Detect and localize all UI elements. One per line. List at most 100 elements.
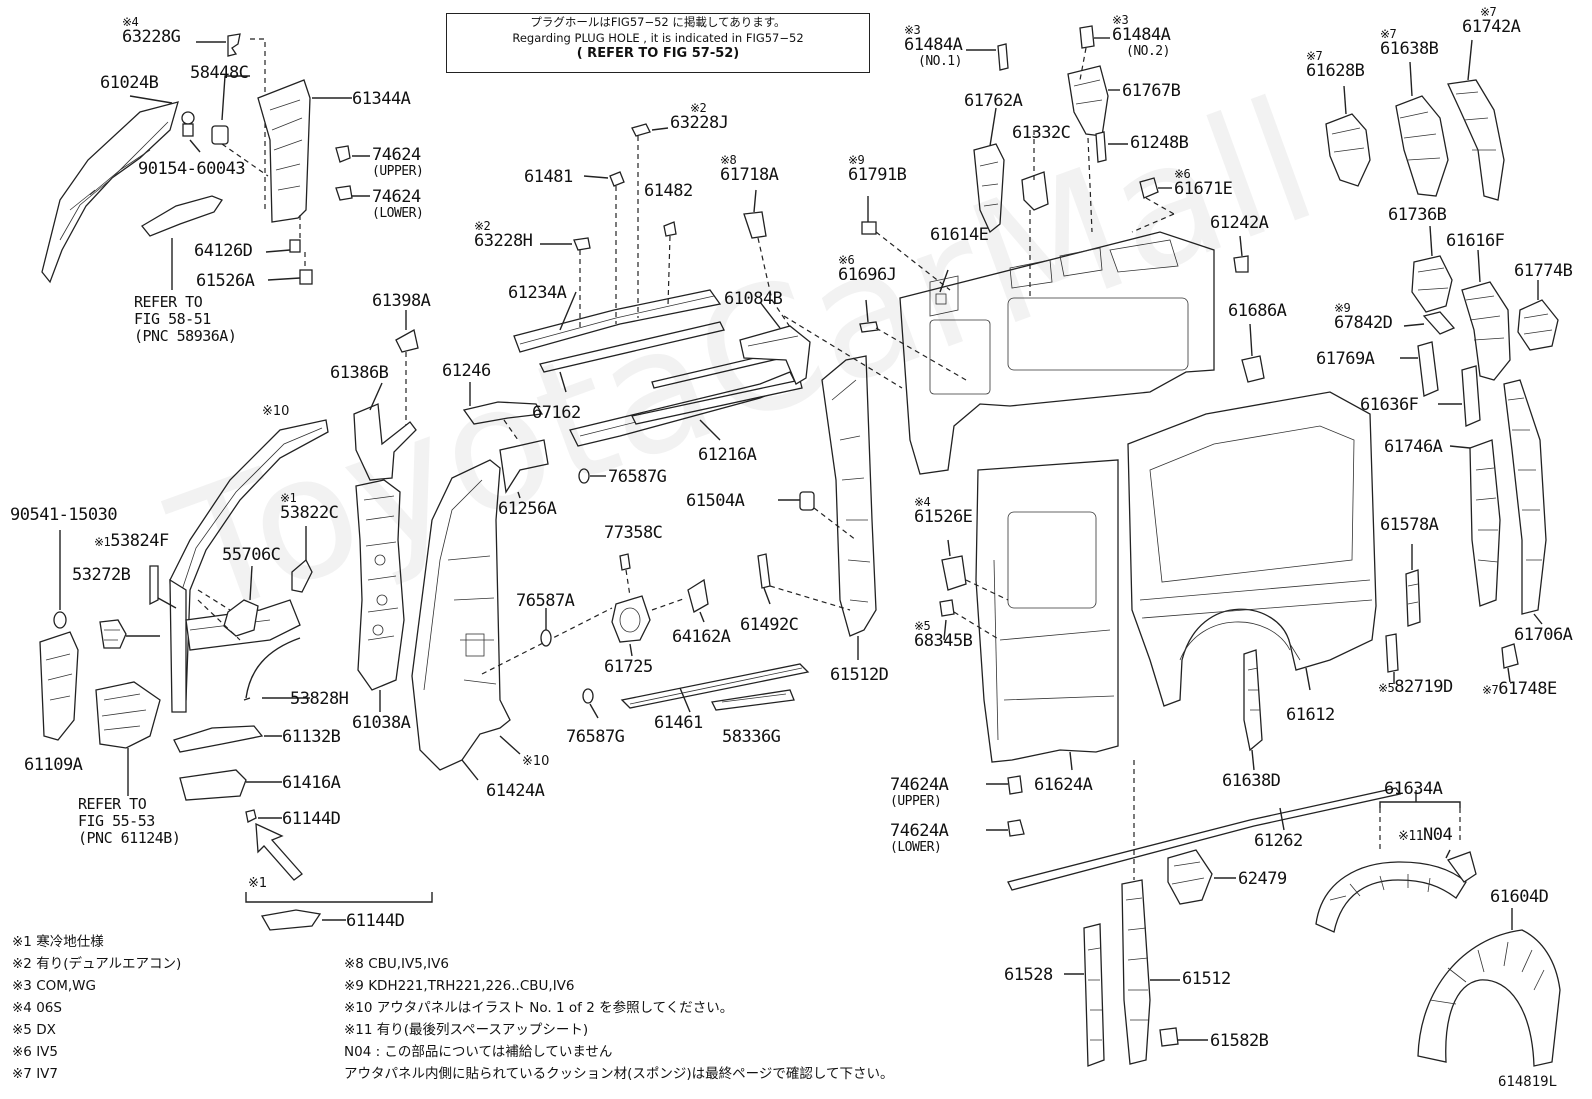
callout-58336g[interactable]: 58336G <box>722 727 781 747</box>
callout-61634a[interactable]: 61634A <box>1384 780 1443 798</box>
callout-61144d[interactable]: 61144D <box>282 810 341 828</box>
callout-61482[interactable]: 61482 <box>644 182 693 200</box>
callout-74624-upper[interactable]: 74624(UPPER) <box>372 146 424 179</box>
callout-61614e[interactable]: 61614E <box>930 226 989 244</box>
callout-61234a[interactable]: 61234A <box>508 284 567 302</box>
callout-61256a[interactable]: 61256A <box>498 500 557 518</box>
callout-61636f[interactable]: 61636F <box>1360 396 1419 414</box>
callout-61725[interactable]: 61725 <box>604 658 653 676</box>
legend-7: ※7 IV7 <box>12 1066 58 1082</box>
callout-61216a[interactable]: 61216A <box>698 446 757 464</box>
callout-61736b[interactable]: 61736B <box>1388 206 1447 224</box>
callout-61762a[interactable]: 61762A <box>964 92 1023 110</box>
callout-74624-lower[interactable]: 74624(LOWER) <box>372 188 424 221</box>
callout-61767b[interactable]: 61767B <box>1122 82 1181 100</box>
callout-61246[interactable]: 61246 <box>442 362 491 380</box>
callout-61612[interactable]: 61612 <box>1286 706 1335 724</box>
callout-64162a[interactable]: 64162A <box>672 628 731 646</box>
callout-61398a[interactable]: 61398A <box>372 292 431 310</box>
callout-number: 61612 <box>1286 705 1335 725</box>
part-61132b <box>173 725 264 753</box>
callout-61084b[interactable]: 61084B <box>724 290 783 308</box>
refer-note-61124b[interactable]: REFER TO FIG 55-53 (PNC 61124B) <box>78 796 181 847</box>
callout-61706a[interactable]: 61706A <box>1514 625 1573 645</box>
callout-61769a[interactable]: 61769A <box>1316 350 1375 368</box>
callout-90541-15030[interactable]: 90541-15030 <box>10 506 118 524</box>
callout-61386b[interactable]: 61386B <box>330 364 389 382</box>
callout-61461[interactable]: 61461 <box>654 714 703 732</box>
callout-61424a[interactable]: 61424A <box>486 782 545 800</box>
callout-61132b[interactable]: 61132B <box>282 728 341 746</box>
callout-64126d[interactable]: 64126D <box>194 242 253 260</box>
callout-61624a[interactable]: 61624A <box>1034 776 1093 794</box>
callout-53824f[interactable]: ※153824F <box>94 532 169 551</box>
callout-61242a[interactable]: 61242A <box>1210 214 1269 232</box>
callout-74624a-upper[interactable]: 74624A(UPPER) <box>890 776 949 809</box>
callout-61582b[interactable]: 61582B <box>1210 1032 1269 1050</box>
callout-61748e[interactable]: ※761748E <box>1482 680 1557 699</box>
callout-61416a[interactable]: 61416A <box>282 774 341 792</box>
callout-76587g-top[interactable]: 76587G <box>608 468 667 486</box>
callout-76587a[interactable]: 76587A <box>516 592 575 610</box>
callout-61144d-group[interactable]: 61144D <box>346 912 405 930</box>
callout-76587g-bottom[interactable]: 76587G <box>566 728 625 746</box>
callout-61578a[interactable]: 61578A <box>1380 516 1439 534</box>
callout-55706c[interactable]: 55706C <box>222 546 281 564</box>
callout-61332c[interactable]: 61332C <box>1012 124 1071 142</box>
callout-number: 61706A <box>1514 625 1573 645</box>
callout-61024b[interactable]: 61024B <box>100 74 159 92</box>
callout-61774b[interactable]: 61774B <box>1514 262 1573 280</box>
callout-61512[interactable]: 61512 <box>1182 970 1231 988</box>
callout-61526a[interactable]: 61526A <box>196 272 255 290</box>
callout-61262[interactable]: 61262 <box>1254 832 1303 850</box>
callout-58448c[interactable]: 58448C <box>190 64 249 82</box>
callout-53272b[interactable]: 53272B <box>72 566 131 584</box>
callout-90154-60043[interactable]: 90154-60043 <box>138 160 246 178</box>
callout-61492c[interactable]: 61492C <box>740 616 799 634</box>
callout-61512d[interactable]: 61512D <box>830 666 889 684</box>
callout-61504a[interactable]: 61504A <box>686 492 745 510</box>
callout-61686a[interactable]: 61686A <box>1228 302 1287 320</box>
callout-number: 58336G <box>722 727 781 747</box>
callout-61638d[interactable]: 61638D <box>1222 772 1281 790</box>
part-61248b <box>1095 131 1107 163</box>
callout-61616f[interactable]: 61616F <box>1446 232 1505 250</box>
leader-line <box>129 95 173 104</box>
callout-number: 53822C <box>280 503 339 523</box>
callout-74624a-lower[interactable]: 74624A(LOWER) <box>890 822 949 855</box>
callout-61248b[interactable]: 61248B <box>1130 134 1189 152</box>
callout-61528[interactable]: 61528 <box>1004 966 1053 984</box>
callout-61109a[interactable]: 61109A <box>24 756 83 774</box>
callout-sub: (LOWER) <box>890 840 942 855</box>
callout-number: 61262 <box>1254 831 1303 851</box>
callout-67162[interactable]: 67162 <box>532 404 581 422</box>
callout-61038a[interactable]: 61038A <box>352 714 411 732</box>
callout-61344a[interactable]: 61344A <box>352 90 411 108</box>
part-61526a <box>299 269 313 285</box>
callout-62479[interactable]: 62479 <box>1238 870 1287 888</box>
refer-note-58936a[interactable]: REFER TO FIG 58-51 (PNC 58936A) <box>134 294 237 345</box>
callout-61604d[interactable]: 61604D <box>1490 888 1549 906</box>
callout-53828h[interactable]: 53828H <box>290 690 349 708</box>
callout-61746a[interactable]: 61746A <box>1384 438 1443 456</box>
callout-n04[interactable]: ※11N04 <box>1398 826 1453 846</box>
callout-77358c[interactable]: 77358C <box>604 524 663 542</box>
callout-82719d[interactable]: ※582719D <box>1378 678 1453 697</box>
callout-61481[interactable]: 61481 <box>524 168 573 186</box>
